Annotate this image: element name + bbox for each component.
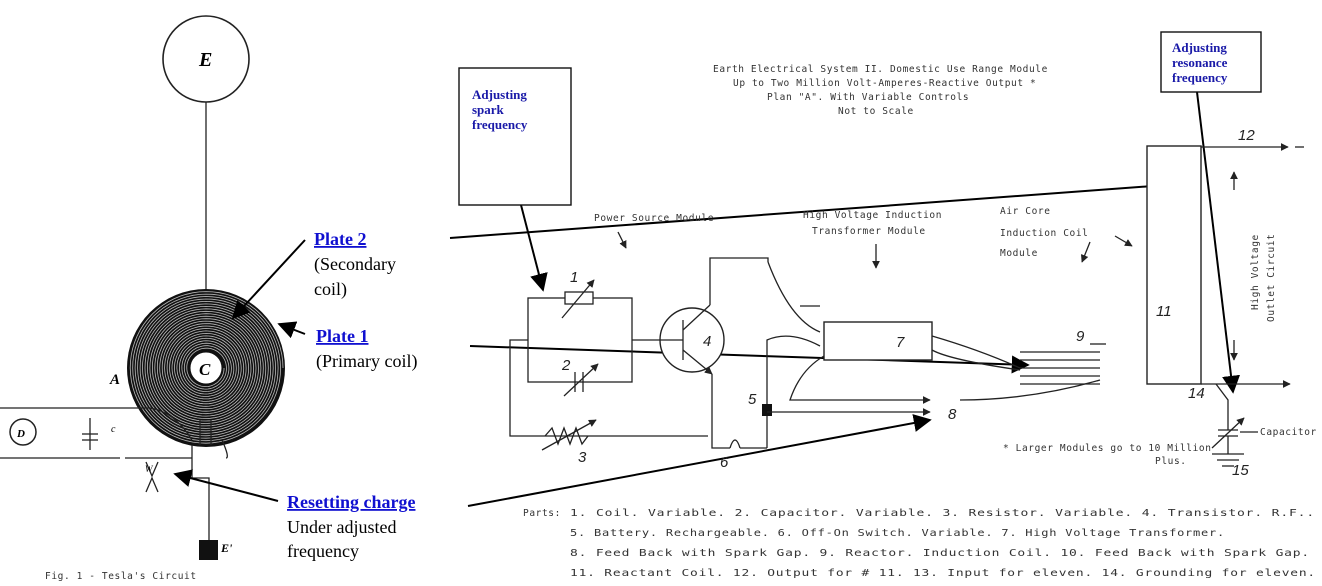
num-5: 5 (748, 391, 757, 408)
schematic-title: Earth Electrical System II. Domestic Use… (713, 64, 1048, 117)
air-label-line3: Module (1000, 248, 1038, 259)
num-14: 14 (1188, 385, 1205, 402)
parts-list: Parts: 1. Coil. Variable. 2. Capacitor. … (523, 508, 1316, 579)
callout-arrows (173, 91, 1241, 507)
center-label: C (199, 360, 211, 379)
battery-5 (762, 404, 772, 416)
generator-d (9, 418, 37, 446)
parts-line-1: 1. Coil. Variable. 2. Capacitor. Variabl… (570, 508, 1315, 519)
title-line3: Plan "A". With Variable Controls (767, 92, 969, 103)
switch-6 (729, 439, 741, 449)
hv-label-line2: Transformer Module (812, 226, 926, 237)
resonance-box-line3: frequency (1172, 70, 1228, 85)
num-7: 7 (896, 334, 905, 351)
note-line1: * Larger Modules go to 10 Million (1003, 443, 1212, 454)
hv-label-line1: High Voltage Induction (803, 210, 942, 221)
parts-line-2: 5. Battery. Rechargeable. 6. Off-On Swit… (570, 528, 1225, 539)
num-8: 8 (948, 406, 957, 423)
note-line2: Plus. (1155, 456, 1187, 467)
plate1-link[interactable]: Plate 1 (316, 326, 368, 346)
outlet-label-line2: Outlet Circuit (1266, 234, 1277, 322)
title-line1: Earth Electrical System II. Domestic Use… (713, 64, 1048, 75)
plate1-sub: (Primary coil) (316, 351, 417, 372)
plate2-link[interactable]: Plate 2 (314, 229, 366, 249)
resetting-link[interactable]: Resetting charge (287, 492, 415, 512)
spark-gap-label: W (145, 464, 154, 474)
capacitor-c-label: c (111, 424, 116, 435)
power-source-label: Power Source Module (594, 213, 714, 224)
num-12: 12 (1238, 127, 1255, 144)
capacitor-label: Capacitor (1260, 427, 1317, 438)
num-4: 4 (703, 333, 711, 350)
generator-label: D (16, 428, 25, 440)
parts-label: Parts: (523, 508, 561, 519)
resonance-box-line1: Adjusting (1172, 40, 1227, 55)
center-plate (189, 351, 223, 385)
num-11: 11 (1156, 303, 1172, 320)
reactant-coil-11 (1146, 145, 1202, 385)
resonance-frequency-box: Adjusting resonance frequency (1160, 31, 1262, 93)
resetting-sub1: Under adjusted (287, 517, 396, 537)
component-numbers: 1 2 3 4 5 6 7 8 9 11 12 14 15 (561, 127, 1255, 479)
coil-label-a: A (109, 372, 120, 388)
induction-coil-9 (1020, 343, 1106, 385)
spark-box-line3: frequency (472, 117, 528, 132)
num-2: 2 (561, 357, 571, 374)
num-3: 3 (578, 449, 587, 466)
ground-label: E' (220, 541, 233, 555)
parts-line-4: 11. Reactant Coil. 12. Output for # 11. … (570, 568, 1316, 579)
air-label-line2: Induction Coil (1000, 228, 1088, 239)
num-6: 6 (720, 454, 729, 471)
resetting-sub2: frequency (287, 541, 359, 561)
num-1: 1 (570, 269, 578, 286)
tesla-coil-figure: E C A E' D c W Fig. 1 - Tesla's Circuit (0, 15, 285, 582)
module-labels: Power Source Module High Voltage Inducti… (594, 206, 1133, 269)
plate2-sub1: (Secondary (314, 254, 396, 275)
spark-gap (145, 461, 159, 493)
figure-caption: Fig. 1 - Tesla's Circuit (45, 571, 197, 581)
parts-line-3: 8. Feed Back with Spark Gap. 9. Reactor.… (570, 548, 1310, 559)
spark-box-line2: spark (472, 102, 505, 117)
callouts: Plate 2 (Secondary coil) Plate 1 (Primar… (287, 229, 417, 561)
spiral-windings (129, 291, 284, 444)
variable-resistor-3 (541, 419, 597, 451)
num-15: 15 (1232, 462, 1249, 479)
title-line4: Not to Scale (838, 106, 914, 117)
ground-plate (199, 540, 218, 560)
title-line2: Up to Two Million Volt-Amperes-Reactive … (733, 78, 1036, 89)
terminal-e-label: E (198, 49, 212, 71)
schematic-circuit (509, 143, 1304, 467)
air-label-line1: Air Core (1000, 206, 1051, 217)
variable-capacitor-2 (563, 363, 599, 397)
outlet-label-line1: High Voltage (1250, 234, 1261, 310)
resonance-box-line2: resonance (1172, 55, 1228, 70)
plate2-sub2: coil) (314, 279, 347, 300)
spiral-winding-path (129, 291, 284, 444)
num-9: 9 (1076, 328, 1085, 345)
spark-box-line1: Adjusting (472, 87, 527, 102)
spark-frequency-box: Adjusting spark frequency (458, 67, 572, 206)
transformer-7 (823, 321, 933, 361)
